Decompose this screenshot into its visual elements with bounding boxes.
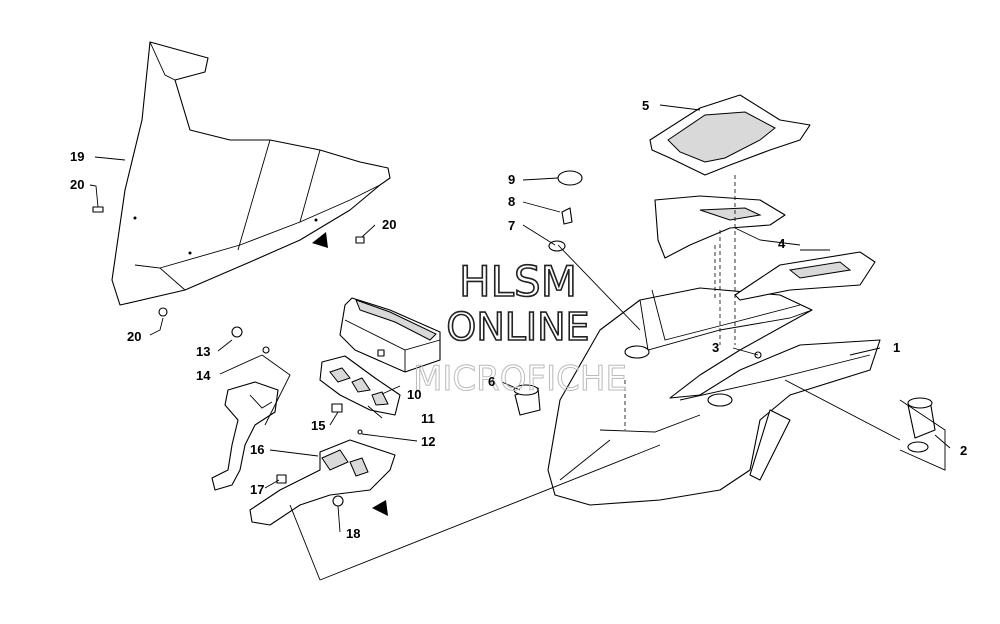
leader-lines [89, 104, 951, 581]
watermark-line3: MICROFICHE [413, 359, 627, 399]
mount-bracket-left [211, 381, 279, 491]
callout-8: 8 [508, 194, 515, 209]
mesh-vent-part [649, 94, 811, 176]
callout-19: 19 [70, 149, 84, 164]
callout-7: 7 [508, 218, 515, 233]
callout-10: 10 [407, 387, 421, 402]
callout-20-top: 20 [70, 177, 84, 192]
callout-13: 13 [196, 344, 210, 359]
callout-20-right: 20 [382, 217, 396, 232]
callout-5: 5 [642, 98, 649, 113]
mount-bracket-right [249, 439, 396, 526]
callout-3: 3 [712, 340, 719, 355]
vent-cover-part [654, 195, 876, 301]
callout-4: 4 [778, 236, 786, 251]
callout-1: 1 [893, 340, 900, 355]
callout-9: 9 [508, 172, 515, 187]
callout-2: 2 [960, 443, 967, 458]
callout-20-bottom: 20 [127, 329, 141, 344]
callout-6: 6 [488, 374, 495, 389]
callout-17: 17 [250, 482, 264, 497]
windshield-part [111, 41, 391, 306]
bracket-part [319, 355, 401, 416]
callout-16: 16 [250, 442, 264, 457]
direction-arrow-icon [312, 232, 388, 516]
instrument-cluster-part [339, 297, 441, 373]
callout-11: 11 [421, 411, 435, 426]
power-socket-part [907, 397, 936, 453]
watermark-line2: ONLINE [446, 305, 589, 349]
callout-12: 12 [421, 434, 435, 449]
watermark-line1: HLSM [459, 257, 577, 306]
callout-18: 18 [346, 526, 360, 541]
callout-14: 14 [196, 368, 211, 383]
fastener-part [231, 326, 363, 507]
callout-15: 15 [311, 418, 325, 433]
